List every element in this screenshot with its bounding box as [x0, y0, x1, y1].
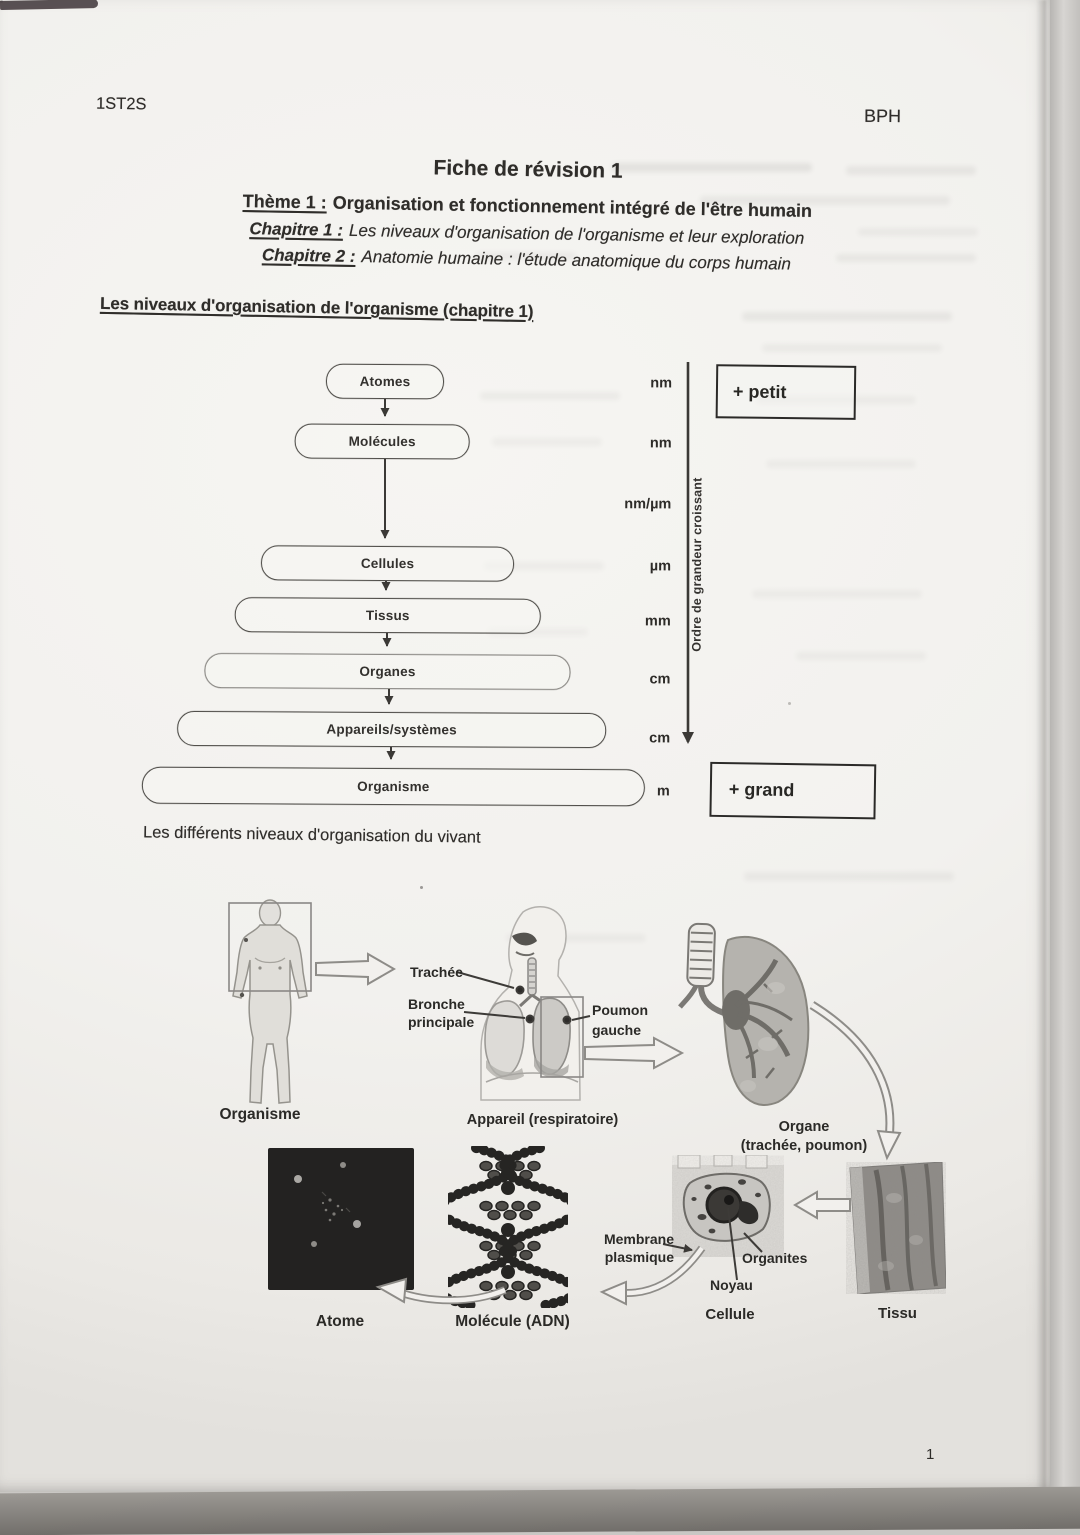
pyramid-connector-arrows	[380, 399, 396, 760]
paper-edge-crease	[1036, 0, 1046, 1492]
bleed-through-artifact	[612, 163, 812, 172]
arrow-organe-to-tissu-head	[876, 1129, 902, 1161]
bleed-through-artifact	[480, 392, 620, 400]
photo-background-right	[1050, 0, 1080, 1518]
figure-arrows-overlay	[228, 362, 902, 1306]
arrow-molecule-to-atome-head	[375, 1277, 408, 1304]
arrow-tissu-to-cellule	[793, 1190, 851, 1220]
bleed-through-artifact	[766, 460, 916, 468]
trachee-label: Trachée	[410, 964, 463, 980]
scanned-paper-sheet: 1ST2S BPH Fiche de révision 1 Thème 1 :O…	[0, 0, 1052, 1492]
atome-caption: Atome	[315, 1313, 365, 1330]
organe-caption-line2: (trachée, poumon)	[740, 1138, 868, 1154]
lung-organ-illustration	[678, 922, 810, 1106]
cellule-caption: Cellule	[705, 1306, 755, 1323]
bronche-label-line1: Bronche	[408, 996, 465, 1012]
organites-label: Organites	[742, 1250, 808, 1266]
curved-flow-arrows	[375, 1001, 902, 1306]
bleed-through-artifact	[492, 438, 602, 446]
dna-molecule-illustration	[448, 1146, 568, 1308]
arrow-appareil-to-organe	[584, 1036, 685, 1070]
dust-speck	[420, 886, 423, 889]
body-zoom-frame	[228, 902, 312, 992]
respiratory-system-illustration	[480, 906, 581, 1101]
bronche-label-line2: principale	[408, 1014, 475, 1030]
poumon-label-line1: Poumon	[592, 1002, 648, 1018]
bleed-through-artifact	[756, 396, 916, 404]
annotation-pointers	[456, 971, 763, 1281]
membrane-label-line1: Membrane	[603, 1231, 674, 1247]
page-number: 1	[926, 1446, 935, 1463]
bleed-through-artifact	[752, 590, 922, 598]
bleed-through-artifact	[488, 628, 588, 636]
organe-caption-line1: Organe	[778, 1119, 830, 1135]
bleed-through-artifact	[476, 252, 576, 260]
molecule-caption: Molécule (ADN)	[455, 1313, 570, 1330]
bleed-through-artifact	[700, 196, 950, 205]
bleed-through-artifact	[744, 872, 954, 881]
bleed-through-artifact	[742, 312, 952, 321]
bleed-through-artifact	[846, 166, 976, 175]
organisme-caption: Organisme	[219, 1106, 301, 1123]
poumon-label-line2: gauche	[592, 1022, 642, 1038]
membrane-label-line2: plasmique	[604, 1249, 674, 1265]
cell-micrograph	[672, 1155, 784, 1257]
bleed-through-artifact	[762, 344, 942, 352]
tissu-caption: Tissu	[878, 1305, 917, 1322]
flow-block-arrows	[315, 952, 851, 1220]
bleed-through-artifact	[484, 562, 604, 570]
noyau-label: Noyau	[710, 1277, 753, 1293]
human-body-illustration	[232, 899, 308, 1104]
bleed-through-artifact	[836, 254, 976, 262]
bleed-through-artifact	[858, 228, 978, 236]
atom-micrograph	[268, 1148, 414, 1290]
arrow-cellule-to-molecule-head	[599, 1280, 627, 1306]
dust-speck	[788, 702, 791, 705]
arrow-organisme-to-appareil	[315, 952, 397, 986]
tissue-micrograph	[849, 1162, 946, 1294]
photo-background-bottom	[0, 1486, 1080, 1535]
appareil-caption: Appareil (respiratoire)	[466, 1112, 619, 1128]
bleed-through-artifact	[506, 934, 646, 942]
bleed-through-artifact	[796, 652, 926, 660]
lung-zoom-frame	[540, 996, 584, 1078]
